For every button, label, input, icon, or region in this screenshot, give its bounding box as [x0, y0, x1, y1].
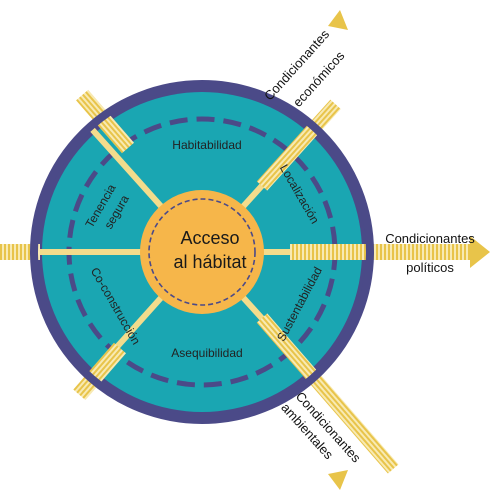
ext-top-left-bar [76, 89, 135, 154]
center-title-line1: Acceso [180, 228, 239, 248]
center-circle [140, 190, 264, 314]
ring-label-asequibilidad: Asequibilidad [171, 346, 242, 360]
ext-left-bar [0, 244, 40, 260]
spoke-extensions [0, 89, 135, 401]
ring-label-habitabilidad: Habitabilidad [172, 138, 241, 152]
arrow-political [290, 236, 490, 268]
label-political-line2: políticos [406, 260, 454, 275]
arrow-environmental [256, 313, 399, 490]
center-dashed-ring [148, 198, 256, 306]
ext-bottom-left-bar [73, 342, 127, 401]
center-title-line2: al hábitat [173, 252, 246, 272]
label-political-line1: Condicionantes [385, 231, 475, 246]
arrow-economic [256, 10, 348, 191]
